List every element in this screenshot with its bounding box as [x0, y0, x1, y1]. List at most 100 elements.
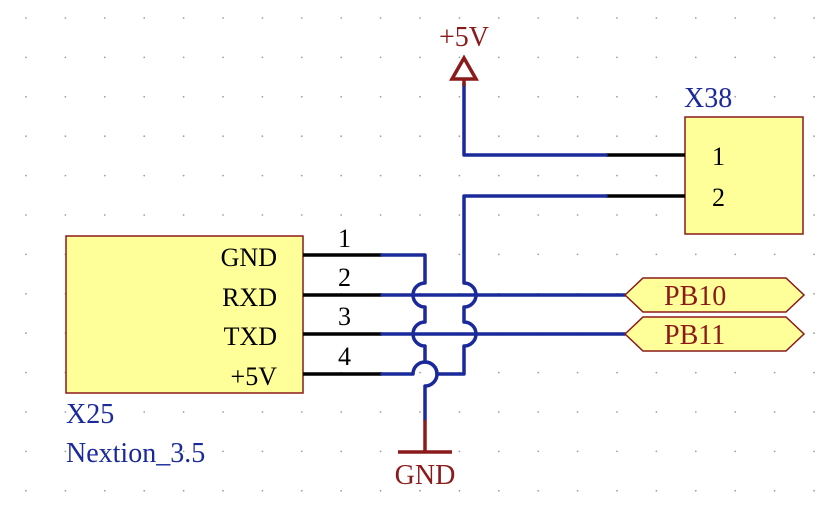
grid-dot	[655, 253, 658, 256]
grid-dot	[616, 450, 618, 453]
grid-dot	[222, 95, 224, 98]
grid-dot	[537, 174, 540, 177]
grid-dot	[419, 411, 421, 413]
grid-dot	[300, 135, 303, 138]
grid-dot	[419, 489, 421, 492]
x25-pin-name-rxd: RXD	[222, 283, 277, 312]
grid-dot	[25, 253, 27, 256]
wire-x25-gnd	[380, 253, 439, 422]
grid-dot	[261, 214, 264, 216]
grid-dot	[773, 95, 776, 98]
grid-dot	[537, 253, 540, 256]
grid-dot	[103, 214, 106, 216]
grid-dot	[261, 174, 264, 177]
gnd-power-symbol[interactable]: GND	[395, 420, 456, 491]
grid-dot	[103, 411, 106, 413]
grid-dot	[734, 253, 737, 256]
grid-dot	[25, 56, 27, 59]
grid-dot	[379, 17, 382, 19]
grid-dot	[300, 95, 303, 98]
grid-dot	[458, 135, 461, 138]
grid-dot	[300, 174, 303, 177]
grid-dot	[813, 332, 815, 335]
grid-dot	[379, 135, 382, 138]
grid-dot	[103, 174, 106, 177]
grid-dot	[182, 411, 185, 413]
grid-dot	[576, 371, 579, 374]
grid-dot	[340, 17, 343, 19]
grid-dot	[734, 489, 737, 492]
port-pb11-shape	[623, 316, 806, 352]
grid-dot	[340, 135, 343, 138]
grid-dot	[143, 411, 146, 413]
grid-dot	[25, 292, 27, 295]
grid-dot	[143, 95, 146, 98]
grid-dot	[300, 411, 303, 413]
grid-dot	[813, 253, 815, 256]
grid-dot	[497, 450, 500, 453]
grid-dot	[182, 489, 185, 492]
x25-body	[65, 235, 304, 394]
grid-dot	[813, 411, 815, 413]
grid-dot	[103, 95, 106, 98]
grid-dot	[734, 411, 737, 413]
grid-dot	[143, 450, 146, 453]
vcc-power-symbol[interactable]: +5V	[439, 22, 489, 86]
grid-dot	[616, 17, 618, 19]
grid-dot	[25, 450, 27, 453]
grid-dot	[419, 174, 421, 177]
x25-pin-name-5v: +5V	[231, 362, 278, 391]
grid-dot	[458, 489, 461, 492]
grid-dot	[734, 17, 737, 19]
connector-x38[interactable]: X38 1 2	[606, 83, 804, 235]
grid-dot	[340, 95, 343, 98]
grid-dot	[694, 17, 697, 19]
grid-dot	[537, 489, 540, 492]
grid-dot	[419, 135, 421, 138]
grid-dot	[655, 17, 658, 19]
grid-dot	[25, 489, 27, 492]
x38-designator: X38	[684, 83, 732, 114]
grid-dot	[379, 56, 382, 59]
grid-dot	[537, 56, 540, 59]
grid-dot	[655, 214, 658, 216]
grid-dot	[458, 253, 461, 256]
grid-dot	[773, 371, 776, 374]
grid-dot	[300, 214, 303, 216]
grid-dot	[616, 214, 618, 216]
grid-dot	[419, 95, 421, 98]
grid-dot	[537, 371, 540, 374]
port-pb11[interactable]: PB11	[623, 316, 806, 352]
grid-dot	[222, 214, 224, 216]
vcc-arrow-icon	[448, 54, 480, 81]
grid-dot	[340, 411, 343, 413]
grid-dot	[222, 17, 224, 19]
grid-dot	[340, 56, 343, 59]
port-pb10[interactable]: PB10	[623, 277, 806, 313]
grid-dot	[25, 214, 27, 216]
grid-dot	[143, 214, 146, 216]
grid-dot	[458, 411, 461, 413]
grid-dot	[734, 95, 737, 98]
vcc-label: +5V	[439, 22, 489, 53]
grid-dot	[734, 450, 737, 453]
grid-dot	[537, 214, 540, 216]
grid-dot	[694, 450, 697, 453]
grid-dot	[222, 174, 224, 177]
grid-dot	[143, 17, 146, 19]
grid-dot	[616, 489, 618, 492]
grid-dot	[458, 214, 461, 216]
grid-dot	[497, 214, 500, 216]
grid-dot	[261, 95, 264, 98]
grid-dot	[813, 292, 815, 295]
grid-dot	[64, 135, 67, 138]
connector-x25[interactable]: X25 Nextion_3.5 GND RXD TXD +5V 1 2 3 4	[65, 224, 382, 469]
grid-dot	[300, 450, 303, 453]
grid-dot	[419, 17, 421, 19]
grid-dot	[25, 95, 27, 98]
grid-dot	[261, 411, 264, 413]
grid-dot	[497, 253, 500, 256]
grid-dot	[813, 371, 815, 374]
grid-dot	[300, 17, 303, 19]
grid-dot	[694, 371, 697, 374]
